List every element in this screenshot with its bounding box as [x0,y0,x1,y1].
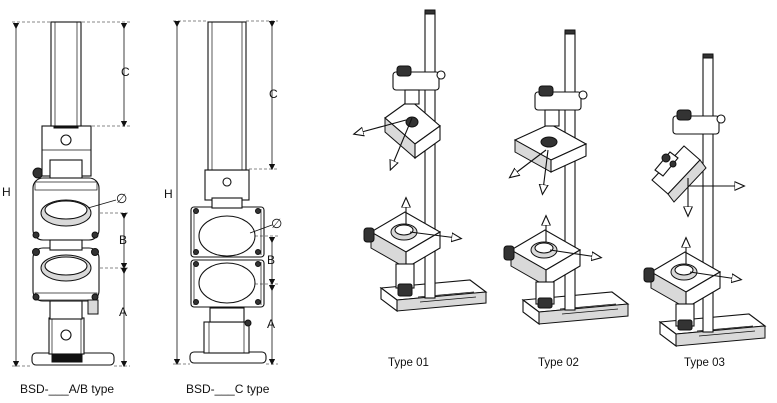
ab-type-caption: BSD-___A/B type [20,382,114,396]
ab-dim-b-label: B [119,233,127,247]
ab-diameter-symbol: ∅ [116,191,127,206]
ab-type-drawing [12,21,130,368]
c-type-drawing [173,20,278,366]
c-diameter-symbol: ∅ [271,216,282,231]
c-dim-b-label: B [267,253,275,267]
type-03-caption: Type 03 [684,357,725,369]
c-dim-h-label: H [164,187,173,201]
ab-dim-c-label: C [121,65,130,79]
type-01-caption: Type 01 [388,357,429,369]
ab-dim-h-label: H [2,185,11,199]
type-01-drawing [358,9,488,313]
ab-dim-a-label: A [119,305,127,319]
type-02-caption: Type 02 [538,357,579,369]
c-dim-c-label: C [269,87,278,101]
c-dim-a-label: A [267,317,275,331]
type-02-drawing [503,29,630,326]
type-03-drawing [643,53,767,348]
c-type-caption: BSD-___C type [186,382,270,396]
